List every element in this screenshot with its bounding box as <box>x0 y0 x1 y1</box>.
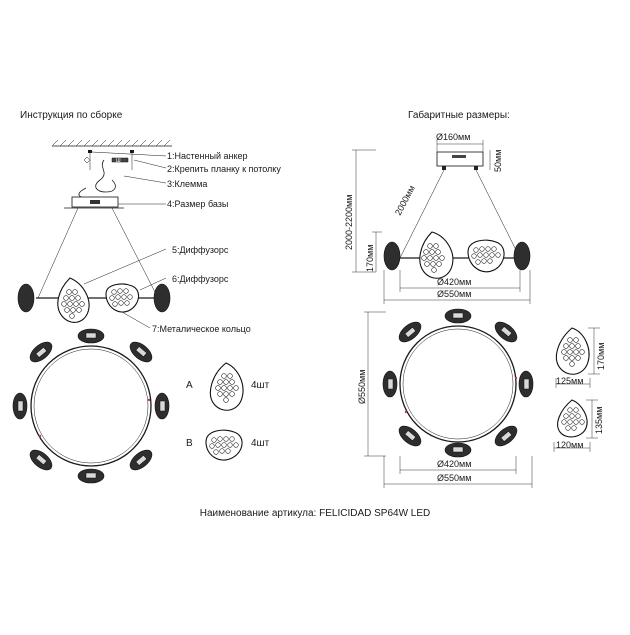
dimension-side-view: Ø160мм 50мм 2000мм <box>344 132 531 304</box>
diffuser-shade-icon <box>209 362 244 411</box>
article-name: Наименование артикула: FELICIDAD SP64W L… <box>200 508 431 519</box>
lamp-head-icon <box>383 241 401 271</box>
lamp-head-icon <box>17 283 35 313</box>
canopy-icon <box>64 196 124 209</box>
variant-b: B 4шт <box>186 429 270 461</box>
dim-inner-diameter: Ø420мм <box>437 277 471 287</box>
diffuser-shade-icon <box>557 399 588 438</box>
diffuser-shade-icon <box>419 231 454 279</box>
shade-a-dimensions: 170мм 125мм <box>555 327 606 388</box>
canopy-icon <box>436 151 484 170</box>
lamp-heads <box>382 308 534 458</box>
dim-top-inner-diameter: Ø420мм <box>437 459 471 469</box>
part-label: 1:Настенный анкер <box>167 151 248 161</box>
part-label: 3:Клемма <box>167 179 207 189</box>
variant-qty: 4шт <box>251 380 270 391</box>
variant-letter: A <box>186 380 193 391</box>
dimension-top-view: Ø550мм Ø420мм Ø550мм <box>357 308 534 488</box>
dim-shade-b-height: 135мм <box>594 407 604 434</box>
dim-cable-length: 2000мм <box>393 184 417 217</box>
dim-canopy-height: 50мм <box>493 150 503 172</box>
ring-icon <box>30 345 152 467</box>
dim-top-outer-diameter: Ø550мм <box>437 473 471 483</box>
dimensions-title: Габаритные размеры: <box>408 109 510 121</box>
assembly-top-view <box>12 328 170 484</box>
part-label: 4:Размер базы <box>167 199 228 209</box>
svg-text:Ш: Ш <box>116 158 121 164</box>
lamp-head-icon <box>153 283 171 313</box>
diffuser-shade-icon <box>467 239 505 273</box>
dim-canopy-diameter: Ø160мм <box>436 132 470 142</box>
assembly-title: Инструкция по сборке <box>20 109 123 121</box>
ceiling-hatch <box>51 139 172 147</box>
diffuser-shade-icon <box>105 283 140 313</box>
dim-top-height: Ø550мм <box>357 370 367 404</box>
lamp-heads <box>12 328 170 484</box>
diffuser-shade-icon <box>555 327 590 375</box>
part-label: 6:Диффузорс <box>172 274 229 284</box>
part-label: 5:Диффузорс <box>172 245 229 255</box>
ring-icon <box>399 325 517 443</box>
variant-a: A 4шт <box>186 362 270 411</box>
wire <box>95 159 116 193</box>
part-label: 2:Крепить планку к потолку <box>167 164 281 174</box>
assembly-side-view: Ш <box>17 139 172 323</box>
diffuser-shade-icon <box>205 429 243 461</box>
screw-icon: Ш <box>83 150 134 170</box>
shade-b-dimensions: 135мм 120мм <box>553 399 604 452</box>
dim-total-height: 2000-2200мм <box>344 195 354 250</box>
dim-shade-a-height: 170мм <box>596 343 606 370</box>
lamp-head-icon <box>513 241 531 271</box>
dim-shade-b-width: 120мм <box>556 440 583 450</box>
dim-outer-diameter: Ø550мм <box>437 289 471 299</box>
variant-letter: B <box>186 438 193 449</box>
variant-qty: 4шт <box>251 438 270 449</box>
leader-lines <box>83 151 167 329</box>
dim-lamp-height: 170мм <box>365 245 375 272</box>
diffuser-shade-icon <box>57 277 90 323</box>
dim-shade-a-width: 125мм <box>556 376 583 386</box>
part-label: 7:Металическое кольцо <box>152 324 251 334</box>
